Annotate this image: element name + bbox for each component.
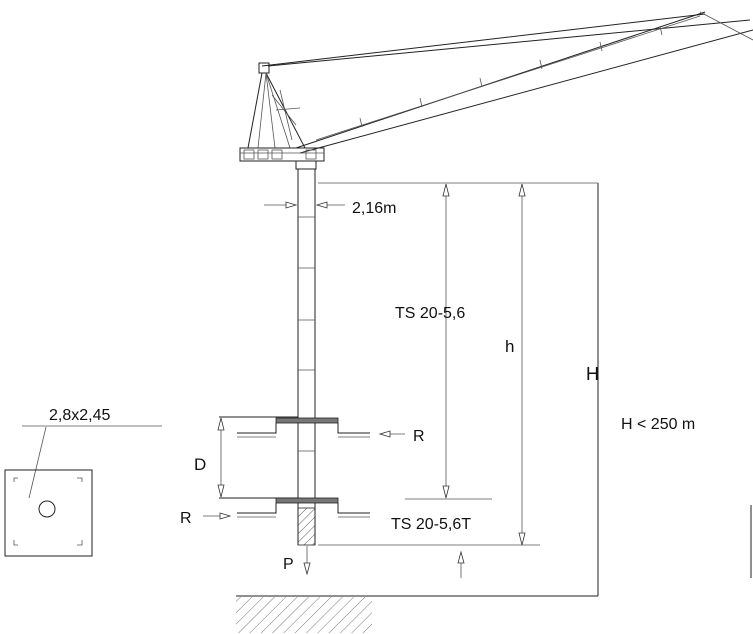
reaction-arrow-left bbox=[203, 512, 232, 520]
reaction-right-label: R bbox=[413, 428, 425, 445]
load-label: P bbox=[283, 556, 294, 573]
base-section-label: TS 20-5,6T bbox=[391, 516, 471, 533]
crane-mast bbox=[297, 169, 316, 546]
load-arrow bbox=[303, 546, 311, 576]
slab-plan bbox=[4, 425, 162, 557]
upper-collar bbox=[219, 416, 370, 438]
slab-dimension-label: 2,8x2,45 bbox=[49, 407, 110, 424]
h-label: h bbox=[505, 337, 514, 356]
collar-distance-dimension bbox=[217, 417, 225, 498]
reaction-arrow-right bbox=[378, 430, 405, 438]
mast-section-label: TS 20-5,6 bbox=[395, 305, 465, 322]
reaction-left-label: R bbox=[180, 510, 192, 527]
H-label: H bbox=[586, 364, 599, 384]
mast-section-dimension bbox=[405, 183, 492, 500]
lower-collar bbox=[219, 497, 370, 518]
mast-width-label: 2,16m bbox=[352, 200, 396, 217]
base-arrow bbox=[457, 550, 465, 578]
ground bbox=[236, 182, 599, 633]
crane-counter-jib bbox=[239, 62, 325, 170]
h-dimension bbox=[518, 183, 526, 546]
height-limit-label: H < 250 m bbox=[621, 416, 695, 433]
mast-width-dimension bbox=[264, 201, 345, 209]
collar-distance-label: D bbox=[194, 455, 206, 474]
crane-jib bbox=[261, 11, 753, 154]
